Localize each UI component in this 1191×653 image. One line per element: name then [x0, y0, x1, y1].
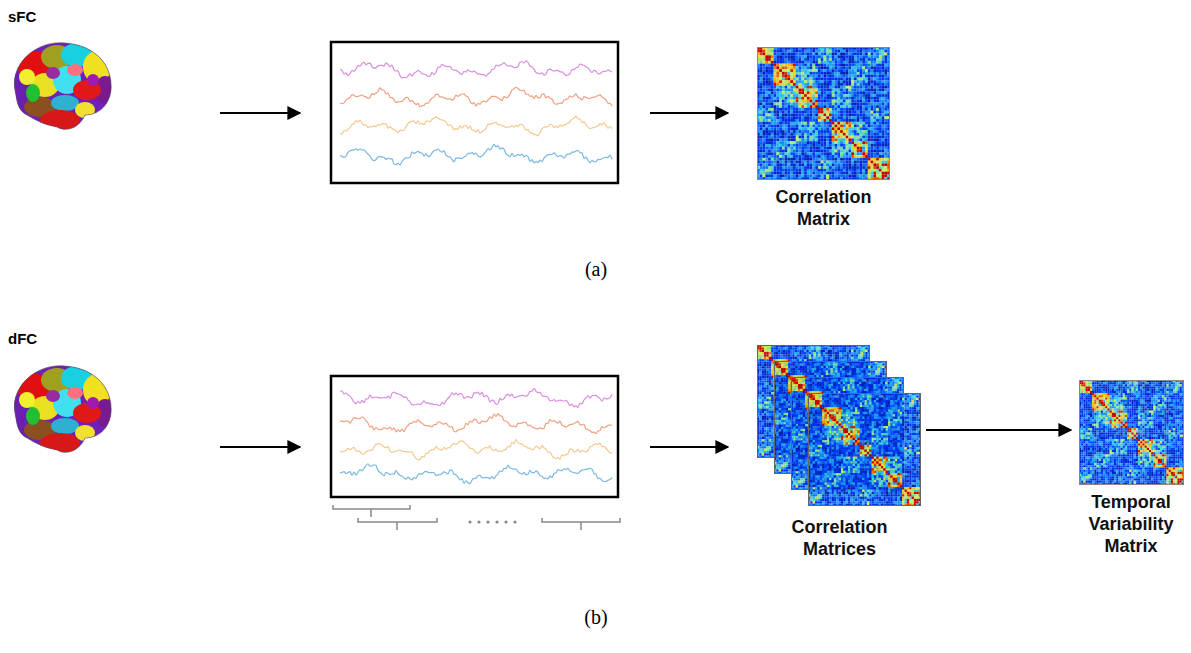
matrix-border	[809, 394, 921, 506]
correlation-matrix	[757, 47, 890, 180]
brain-region	[67, 64, 83, 76]
matrix-node: Correlation Matrices	[757, 345, 922, 560]
brain-outline	[14, 366, 111, 453]
matrix-node: Temporal Variability Matrix	[1075, 380, 1187, 557]
correlation-matrix	[1079, 380, 1184, 485]
matrix-image	[757, 47, 890, 180]
signal-trace	[340, 87, 612, 107]
timeseries	[340, 388, 612, 483]
brain-region	[46, 390, 60, 402]
signal-trace	[340, 414, 612, 434]
flow-arrow	[650, 112, 728, 114]
signal-trace	[340, 116, 612, 136]
signal-trace	[340, 388, 612, 407]
flow-arrow	[926, 429, 1071, 431]
signal-trace	[340, 440, 612, 460]
brain-region	[19, 392, 35, 408]
ellipsis-dots	[468, 520, 516, 523]
brain-region	[51, 418, 79, 434]
brain-parcellation	[2, 35, 115, 135]
flow-arrow	[220, 446, 300, 448]
matrix-image	[1079, 380, 1184, 485]
matrix-window	[808, 393, 921, 506]
brain-regions	[2, 35, 115, 135]
matrix-border	[758, 48, 890, 180]
flow-arrow	[650, 446, 728, 448]
brain-parcellation	[2, 358, 115, 458]
timeseries-box	[331, 376, 618, 497]
brain-region	[19, 69, 35, 85]
signal-trace	[340, 144, 612, 165]
timeseries-box	[331, 42, 618, 183]
brain-region	[87, 74, 99, 86]
matrix-label: Temporal Variability Matrix	[1075, 491, 1187, 557]
brain-region	[67, 387, 83, 399]
matrix-border	[1079, 381, 1183, 485]
brain-regions	[2, 358, 115, 458]
flow-arrow	[220, 112, 300, 114]
matrix-label: Correlation Matrices	[757, 516, 922, 560]
brain-region	[46, 67, 60, 79]
subfigure-caption: (b)	[584, 606, 607, 629]
brain-region	[51, 95, 79, 111]
panel-tag: sFC	[8, 8, 36, 25]
panel-tag: dFC	[8, 330, 37, 347]
window-brackets	[333, 505, 620, 530]
subfigure-caption: (a)	[585, 258, 607, 281]
matrix-label: Correlation Matrix	[752, 186, 895, 230]
signal-trace	[340, 61, 612, 78]
correlation-matrix	[757, 345, 922, 510]
brain-region	[26, 407, 40, 425]
matrix-node: Correlation Matrix	[752, 47, 895, 230]
brain-outline	[14, 43, 111, 130]
brain-region	[26, 84, 40, 102]
timeseries	[340, 61, 612, 165]
brain-region	[87, 397, 99, 409]
signal-trace	[340, 464, 612, 484]
